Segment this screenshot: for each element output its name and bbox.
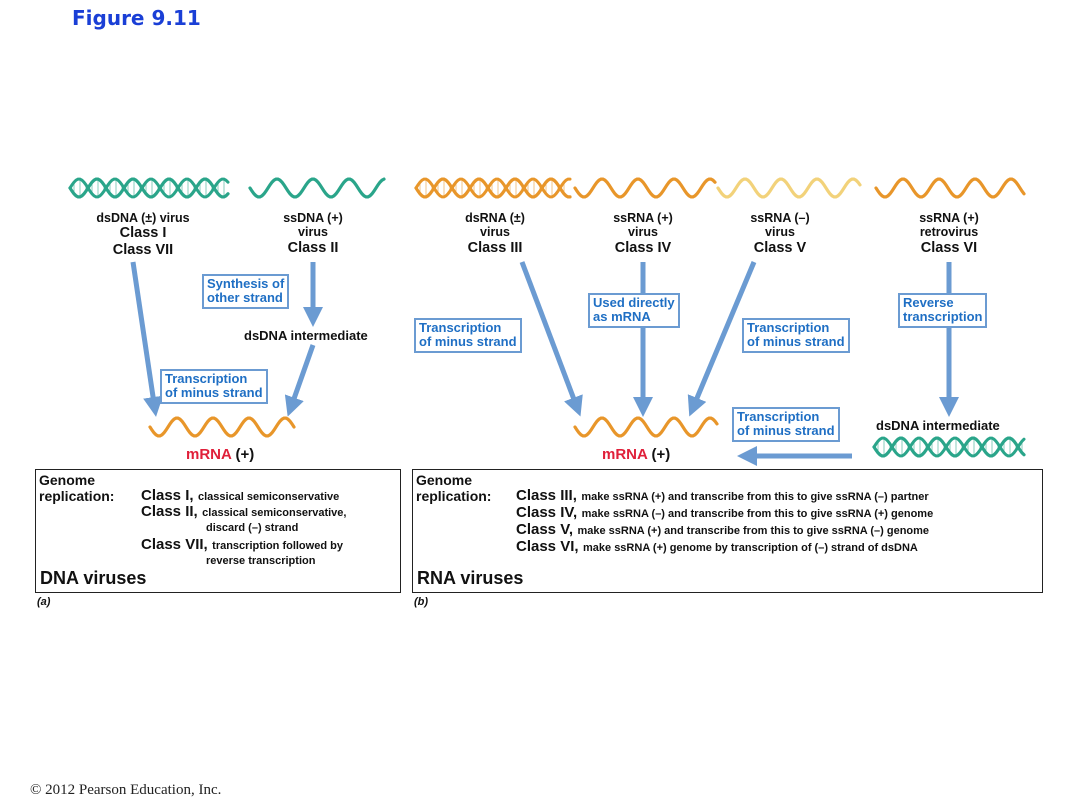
copyright-notice: © 2012 Pearson Education, Inc. [30,782,222,798]
panel-a-cont-vii: reverse transcription [206,555,316,567]
panel-a-genome: Genome [39,472,96,488]
helix-dsrna-icon [414,177,572,199]
arrow-intermediate-to-mrna [284,344,316,417]
panel-a-row-class-i: Class I, classical semiconservative [141,487,340,504]
dsdna-intermediate-b: dsDNA intermediate [876,418,1000,433]
panel-dna-viruses: Genome replication: Class I, classical s… [35,469,401,593]
arrow-dsrna-to-mrna [519,261,583,417]
virus-label-ssdna: ssDNA (+) virus Class II [283,211,343,256]
virus-label-retrovirus: ssRNA (+) retrovirus Class VI [919,211,979,256]
panel-a-title: DNA viruses [40,568,147,588]
panel-b-replication: replication: [416,488,492,504]
helix-mrna-a-icon [148,416,296,438]
panel-b-label: (b) [414,596,429,608]
helix-ssdna-icon [248,177,386,199]
figure-title: Figure 9.11 [72,6,201,30]
dsdna-intermediate-a: dsDNA intermediate [244,328,368,343]
helix-ssrna-minus-icon [716,177,862,199]
panel-b-row-class-iv: Class IV, make ssRNA (–) and transcribe … [516,504,934,521]
panel-b-genome: Genome [416,472,473,488]
panel-a-replication: replication: [39,488,115,504]
panel-a-row-class-ii: Class II, classical semiconservative, [141,503,347,520]
virus-label-dsdna: dsDNA (±) virus Class I Class VII [96,211,190,259]
panel-b-title: RNA viruses [417,568,524,588]
panel-b-row-class-vi: Class VI, make ssRNA (+) genome by trans… [516,538,918,555]
panel-b-row-class-iii: Class III, make ssRNA (+) and transcribe… [516,487,929,504]
helix-mrna-b-icon [573,416,719,438]
helix-ssrna-plus-icon [573,177,717,199]
mrna-label-b: mRNA (+) [602,446,671,463]
panel-a-cont-ii: discard (–) strand [206,522,299,534]
panel-b-row-class-v: Class V, make ssRNA (+) and transcribe f… [516,521,930,538]
virus-label-ssrna-plus: ssRNA (+) virus Class IV [613,211,673,256]
helix-retro-icon [874,177,1026,199]
mrna-label-a: mRNA (+) [186,446,255,463]
helix-dsdna-intermediate-icon [872,436,1026,458]
virus-label-dsrna: dsRNA (±) virus Class III [465,211,525,256]
helix-dsdna-icon [68,177,230,199]
panel-a-row-class-vii: Class VII, transcription followed by [141,536,343,553]
panel-rna-viruses: Genome replication: Class III, make ssRN… [412,469,1043,593]
arrow-dsdna-to-mrna [130,261,163,417]
arrow-ssrna-minus-to-mrna [687,261,757,417]
virus-label-ssrna-minus: ssRNA (–) virus Class V [750,211,810,256]
panel-a-label: (a) [37,596,51,608]
